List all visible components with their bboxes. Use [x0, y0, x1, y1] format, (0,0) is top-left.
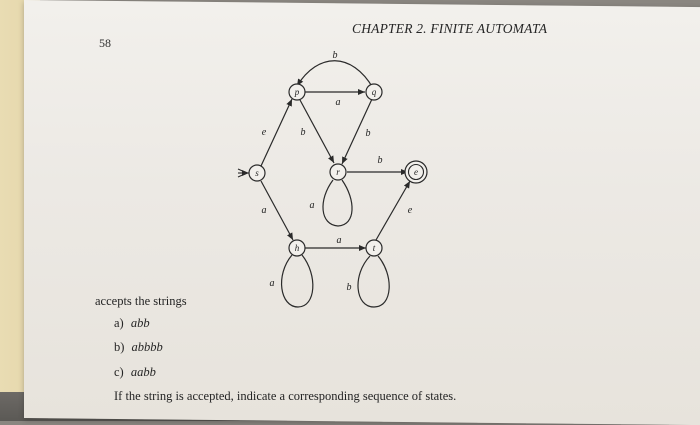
edge-s-h-a	[260, 180, 294, 241]
edge-label-q-r: b	[366, 128, 371, 139]
state-p-circle	[288, 83, 306, 101]
edge-label-r-e: b	[378, 155, 383, 166]
state-t-circle	[365, 239, 383, 257]
edge-label-t-loop: b	[347, 282, 352, 293]
edge-label-r-loop: a	[310, 200, 315, 211]
state-p-label: p	[294, 87, 300, 97]
question-text: If the string is accepted, indicate a co…	[114, 389, 457, 403]
state-q-label: q	[372, 87, 377, 97]
edge-q-r-b	[341, 98, 373, 165]
edge-label-s-h: a	[262, 205, 267, 216]
state-e-inner-circle	[407, 163, 425, 181]
intro-text: accepts the strings	[95, 294, 187, 308]
item-string: aabb	[130, 365, 156, 379]
edge-label-h-t: a	[337, 235, 342, 246]
state-s-label: s	[255, 168, 259, 178]
state-r-label: r	[336, 167, 340, 177]
item-label: a)	[114, 316, 124, 330]
state-h-circle	[288, 239, 306, 257]
loop-h-a	[280, 254, 314, 308]
edge-label-t-e: e	[408, 205, 413, 216]
list-item: c) aabb	[114, 365, 156, 380]
loop-r-a	[322, 179, 353, 227]
list-item: b) abbbb	[114, 340, 163, 355]
list-item: a) abb	[114, 316, 150, 331]
edge-label-p-q: a	[336, 97, 341, 108]
page-number: 58	[99, 36, 111, 50]
edge-t-e-e	[375, 180, 411, 241]
start-arrow-tail	[237, 168, 249, 178]
edge-label-h-loop: a	[270, 278, 275, 289]
state-s-circle	[248, 164, 266, 182]
state-t-label: t	[373, 243, 376, 253]
chapter-title: CHAPTER 2. FINITE AUTOMATA	[352, 21, 548, 36]
state-r-circle	[329, 163, 347, 181]
edge-label-p-r: b	[301, 127, 306, 138]
edge-label-s-p: e	[262, 127, 267, 138]
item-string: abbbb	[131, 340, 163, 354]
item-string: abb	[130, 316, 150, 330]
state-h-label: h	[295, 243, 300, 253]
edge-q-p-b	[296, 60, 374, 89]
edge-p-r-b	[299, 99, 335, 164]
edge-label-q-p: b	[333, 50, 338, 61]
loop-t-b	[357, 255, 390, 308]
edge-s-p-e	[260, 98, 293, 167]
item-label: b)	[114, 340, 125, 354]
item-label: c)	[114, 365, 124, 379]
state-q-circle	[365, 83, 383, 101]
state-e-label: e	[414, 167, 418, 177]
